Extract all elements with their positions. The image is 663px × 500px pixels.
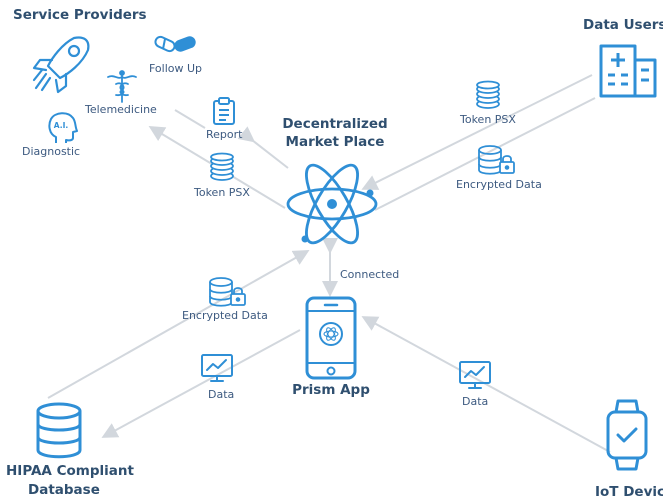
- arrow-token-right: [361, 74, 593, 190]
- smartwatch-icon: [606, 399, 648, 471]
- monitor-chart-icon: [459, 361, 491, 389]
- arrow-data-left: [101, 329, 301, 438]
- monitor-chart-icon: [201, 354, 233, 382]
- encrypted-data-right-label: Encrypted Data: [456, 178, 542, 191]
- ai-head-icon: A.I.: [48, 112, 78, 143]
- data-left-label: Data: [208, 388, 235, 401]
- hospital-icon: [599, 44, 657, 98]
- smartphone-icon: [305, 296, 357, 380]
- report-label: Report: [206, 128, 243, 141]
- token-psx-left-label: Token PSX: [194, 186, 250, 199]
- rocket-icon: [32, 36, 90, 94]
- connected-label: Connected: [340, 268, 400, 281]
- coin-stack-icon: [210, 152, 234, 181]
- arrow-report-upper: [174, 109, 206, 129]
- hipaa-heading-line2: Database: [28, 482, 100, 498]
- iot-devices-heading: IoT Devices: [595, 484, 663, 500]
- encrypted-data-left-label: Encrypted Data: [182, 309, 268, 322]
- arrow-data-right: [361, 316, 611, 453]
- marketplace-title-line2: Market Place: [285, 134, 385, 150]
- arrow-report: [237, 126, 289, 169]
- follow-up-label: Follow Up: [149, 62, 203, 75]
- database-icon: [36, 402, 82, 459]
- ai-badge-text: A.I.: [54, 121, 69, 130]
- pills-icon: [154, 35, 196, 53]
- coin-stack-icon: [476, 80, 500, 109]
- data-users-heading: Data Users: [583, 17, 663, 33]
- encrypted-database-icon: [209, 277, 246, 307]
- service-providers-heading: Service Providers: [13, 7, 147, 23]
- arrow-encrypted-left: [47, 250, 310, 399]
- telemedicine-label: Telemedicine: [85, 103, 157, 116]
- caduceus-icon: [107, 70, 137, 103]
- diagnostic-label: Diagnostic: [22, 145, 81, 158]
- encrypted-database-icon: [478, 145, 515, 175]
- hipaa-heading-line1: HIPAA Compliant: [6, 463, 134, 479]
- prism-app-heading: Prism App: [292, 382, 370, 398]
- clipboard-icon: [213, 97, 235, 125]
- atom-icon: [286, 163, 378, 245]
- marketplace-title-line1: Decentralized: [282, 116, 388, 132]
- token-psx-right-label: Token PSX: [460, 113, 516, 126]
- data-right-label: Data: [462, 395, 489, 408]
